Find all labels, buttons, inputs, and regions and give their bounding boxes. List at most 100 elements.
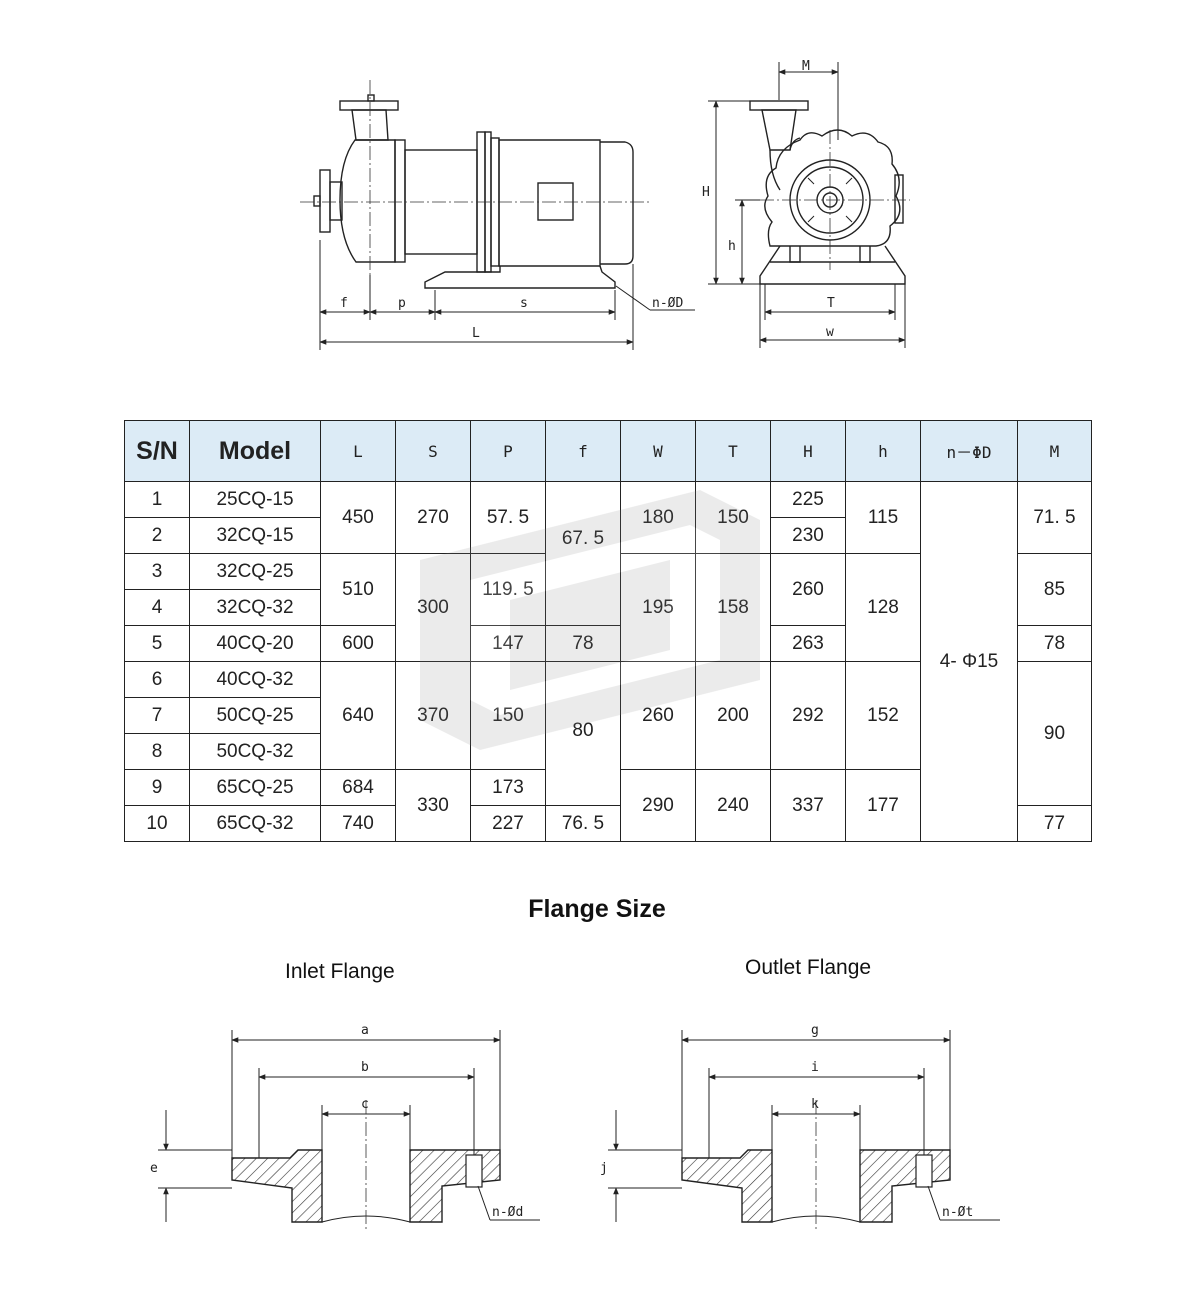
dim-H: H — [702, 185, 710, 200]
table-header-row: S/N Model L S P f W T H h n－ΦD M — [124, 420, 1092, 482]
header-H: H — [770, 420, 846, 482]
cell-L: 600 — [320, 625, 396, 662]
cell-T: 150 — [695, 481, 771, 554]
cell-sn: 6 — [124, 661, 190, 698]
cell-sn: 3 — [124, 553, 190, 590]
cell-f: 76. 5 — [545, 805, 621, 842]
dim-g: g — [811, 1023, 819, 1038]
dim-i: i — [811, 1060, 819, 1075]
cell-L: 450 — [320, 481, 396, 554]
dim-f: f — [340, 296, 348, 311]
table-row: 6 40CQ-32 640 370 150 80 260 200 292 152… — [124, 661, 1092, 806]
cell-S: 270 — [395, 481, 471, 554]
cell-model: 65CQ-32 — [189, 805, 321, 842]
cell-W: 195 — [620, 553, 696, 662]
table-row: 9 65CQ-25 684 330 173 290 240 337 177 — [124, 769, 1092, 842]
table-row: 2 32CQ-15 230 — [124, 517, 1092, 554]
cell-sn: 9 — [124, 769, 190, 806]
dimension-table: S/N Model L S P f W T H h n－ΦD M 1 25CQ-… — [124, 420, 1092, 842]
pump-drawing: f p s L n-ØD — [300, 59, 910, 350]
cell-L: 740 — [320, 805, 396, 842]
cell-H: 263 — [770, 625, 846, 662]
cell-M: 77 — [1017, 805, 1092, 842]
header-S: S — [395, 420, 471, 482]
cell-M: 78 — [1017, 625, 1092, 662]
cell-model: 50CQ-25 — [189, 697, 321, 734]
cell-M: 71. 5 — [1017, 481, 1092, 554]
cell-model: 40CQ-20 — [189, 625, 321, 662]
dim-M: M — [802, 59, 810, 74]
cell-M: 90 — [1017, 661, 1092, 806]
dim-k: k — [811, 1097, 819, 1112]
cell-sn: 8 — [124, 733, 190, 770]
cell-model: 40CQ-32 — [189, 661, 321, 698]
dim-w: w — [826, 325, 834, 340]
dim-e: e — [150, 1161, 158, 1176]
cell-model: 50CQ-32 — [189, 733, 321, 770]
outlet-flange-drawing: g i k j n-Øt — [600, 1023, 1000, 1230]
cell-sn: 2 — [124, 517, 190, 554]
cell-T: 200 — [695, 661, 771, 770]
cell-L: 510 — [320, 553, 396, 626]
cell-T: 158 — [695, 553, 771, 662]
cell-sn: 7 — [124, 697, 190, 734]
cell-model: 32CQ-32 — [189, 589, 321, 626]
outlet-flange-label: Outlet Flange — [745, 956, 872, 979]
pump-front-view: M H h T w — [702, 59, 910, 348]
cell-sn: 5 — [124, 625, 190, 662]
cell-f: 80 — [545, 661, 621, 806]
cell-nD: 4- Φ15 — [920, 481, 1018, 842]
header-M: M — [1017, 420, 1092, 482]
cell-W: 290 — [620, 769, 696, 842]
cell-h: 115 — [845, 481, 921, 554]
cell-model: 25CQ-15 — [189, 481, 321, 518]
dim-T: T — [827, 296, 835, 311]
dim-nt: n-Øt — [942, 1205, 973, 1220]
dim-nD: n-ØD — [652, 296, 683, 311]
cell-P: 147 — [470, 625, 546, 662]
cell-P: 173 — [470, 769, 546, 806]
table-row: 7 50CQ-25 — [124, 697, 1092, 734]
cell-h: 128 — [845, 553, 921, 662]
cell-H: 230 — [770, 517, 846, 554]
dim-h: h — [728, 239, 736, 254]
dim-c: c — [361, 1097, 369, 1112]
cell-H: 225 — [770, 481, 846, 518]
cell-model: 65CQ-25 — [189, 769, 321, 806]
cell-sn: 1 — [124, 481, 190, 518]
cell-L: 640 — [320, 661, 396, 770]
cell-S: 330 — [395, 769, 471, 842]
cell-f: 67. 5 — [545, 481, 621, 626]
table-row: 10 65CQ-32 740 227 76. 5 77 — [124, 805, 1092, 842]
cell-model: 32CQ-15 — [189, 517, 321, 554]
flange-size-title: Flange Size — [528, 895, 666, 923]
cell-h: 152 — [845, 661, 921, 770]
cell-P: 57. 5 — [470, 481, 546, 554]
cell-P: 119. 5 — [470, 553, 546, 626]
dim-p: p — [398, 296, 406, 311]
dim-nd: n-Ød — [492, 1205, 523, 1220]
cell-H: 292 — [770, 661, 846, 770]
table-row: 1 25CQ-15 450 270 57. 5 67. 5 180 150 22… — [124, 481, 1092, 842]
cell-W: 180 — [620, 481, 696, 554]
cell-P: 150 — [470, 661, 546, 770]
dim-L: L — [472, 326, 480, 341]
cell-model: 32CQ-25 — [189, 553, 321, 590]
inlet-flange-label: Inlet Flange — [285, 960, 395, 983]
table-row: 3 32CQ-25 510 300 119. 5 195 158 260 128… — [124, 553, 1092, 662]
cell-S: 300 — [395, 553, 471, 662]
header-T: T — [695, 420, 771, 482]
header-P: P — [470, 420, 546, 482]
cell-T: 240 — [695, 769, 771, 842]
dim-s: s — [520, 296, 528, 311]
cell-M: 85 — [1017, 553, 1092, 626]
header-f: f — [545, 420, 621, 482]
header-nD: n－ΦD — [920, 420, 1018, 482]
dim-b: b — [361, 1060, 369, 1075]
inlet-flange-drawing: a b c e n-Ød — [150, 1023, 540, 1230]
cell-sn: 4 — [124, 589, 190, 626]
cell-h: 177 — [845, 769, 921, 842]
cell-S: 370 — [395, 661, 471, 770]
dim-a: a — [361, 1023, 369, 1038]
cell-W: 260 — [620, 661, 696, 770]
